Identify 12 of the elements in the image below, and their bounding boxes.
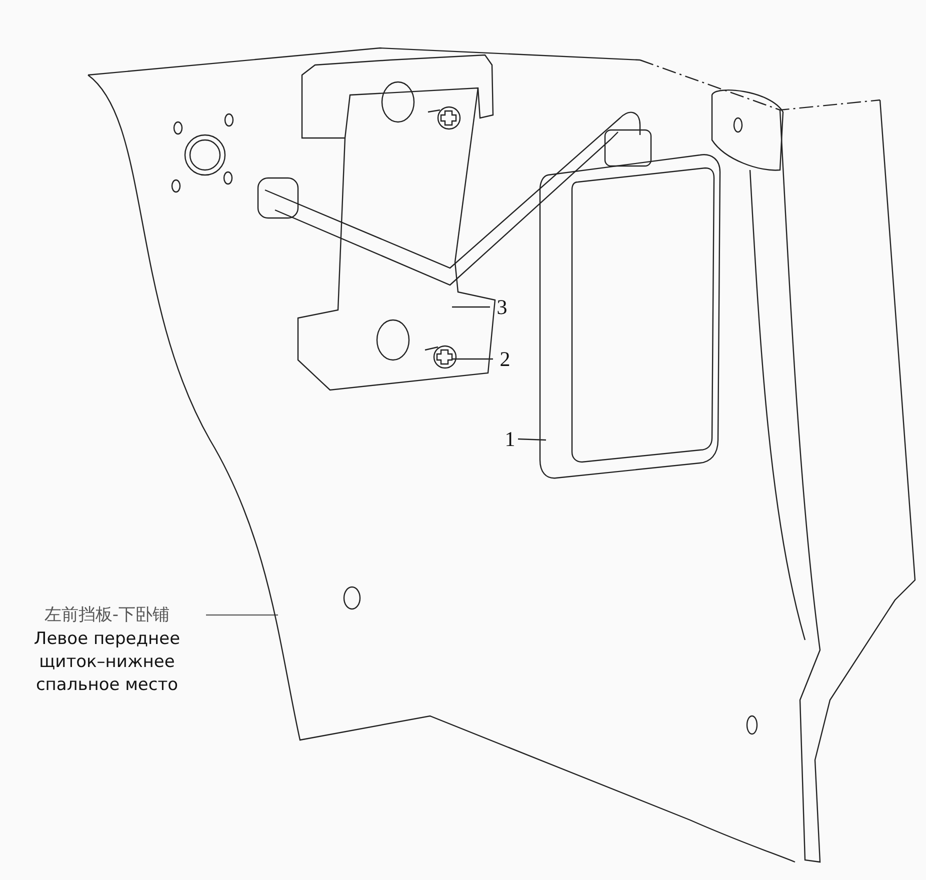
callout-number: 1 — [502, 428, 518, 450]
callout-number: 3 — [494, 296, 510, 318]
control-unit-drawing — [539, 129, 721, 479]
leader-line — [518, 438, 546, 441]
leader-line — [206, 614, 278, 616]
part-name-label: Левое переднее щиток–нижнее спальное место — [32, 628, 182, 697]
leader-line — [452, 306, 490, 308]
screw-drawing — [424, 106, 461, 369]
part-name-label: 左前挡板-下卧铺 — [44, 604, 170, 627]
mounting-bracket-drawing — [297, 54, 496, 391]
callout-number: 2 — [497, 348, 513, 370]
leader-line — [452, 358, 493, 360]
